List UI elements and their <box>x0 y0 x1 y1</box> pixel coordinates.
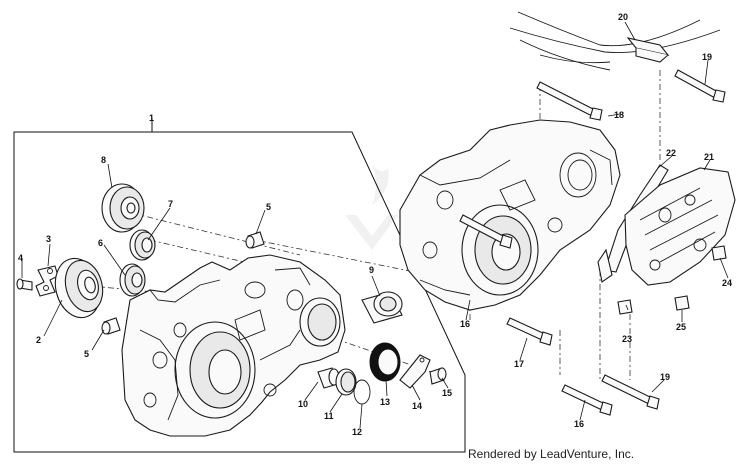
callout-6: 6 <box>98 238 103 248</box>
bolts <box>459 69 727 416</box>
watermark-logo <box>345 165 398 250</box>
callout-19-upper: 19 <box>702 52 712 62</box>
callout-22: 22 <box>666 148 676 158</box>
callout-5-lower: 5 <box>84 349 89 359</box>
callout-20: 20 <box>618 12 628 22</box>
callout-23: 23 <box>622 334 632 344</box>
callout-25: 25 <box>676 322 686 332</box>
callout-15: 15 <box>442 388 452 398</box>
side-cover <box>597 164 736 286</box>
crankcase-left <box>121 254 346 437</box>
leader-lines <box>21 21 729 429</box>
assembly-frame <box>13 118 466 453</box>
callout-16-lower: 16 <box>574 419 584 429</box>
callout-7: 7 <box>168 199 173 209</box>
callout-16-upper: 16 <box>460 319 470 329</box>
callout-18: 18 <box>614 110 624 120</box>
callout-21: 21 <box>704 152 714 162</box>
callout-12: 12 <box>352 427 362 437</box>
callout-3: 3 <box>46 234 51 244</box>
seal-parts <box>317 291 447 405</box>
left-parts <box>16 183 265 335</box>
callout-13: 13 <box>380 397 390 407</box>
callout-9: 9 <box>369 265 374 275</box>
callout-1: 1 <box>149 113 154 123</box>
wiring-harness <box>509 11 721 71</box>
callout-2: 2 <box>36 335 41 345</box>
callout-24: 24 <box>722 278 732 288</box>
callout-19-lower: 19 <box>660 372 670 382</box>
render-credit: Rendered by LeadVenture, Inc. <box>468 447 635 461</box>
callout-10: 10 <box>298 399 308 409</box>
callout-11: 11 <box>324 411 334 421</box>
callout-8: 8 <box>101 155 106 165</box>
crankcase-right <box>399 119 621 311</box>
callout-14: 14 <box>412 401 422 411</box>
callout-4: 4 <box>18 253 23 263</box>
callout-labels: 1 2 3 4 5 5 6 7 8 9 10 11 12 13 14 15 16… <box>18 12 732 437</box>
callout-17: 17 <box>514 359 524 369</box>
callout-5-upper: 5 <box>266 202 271 212</box>
